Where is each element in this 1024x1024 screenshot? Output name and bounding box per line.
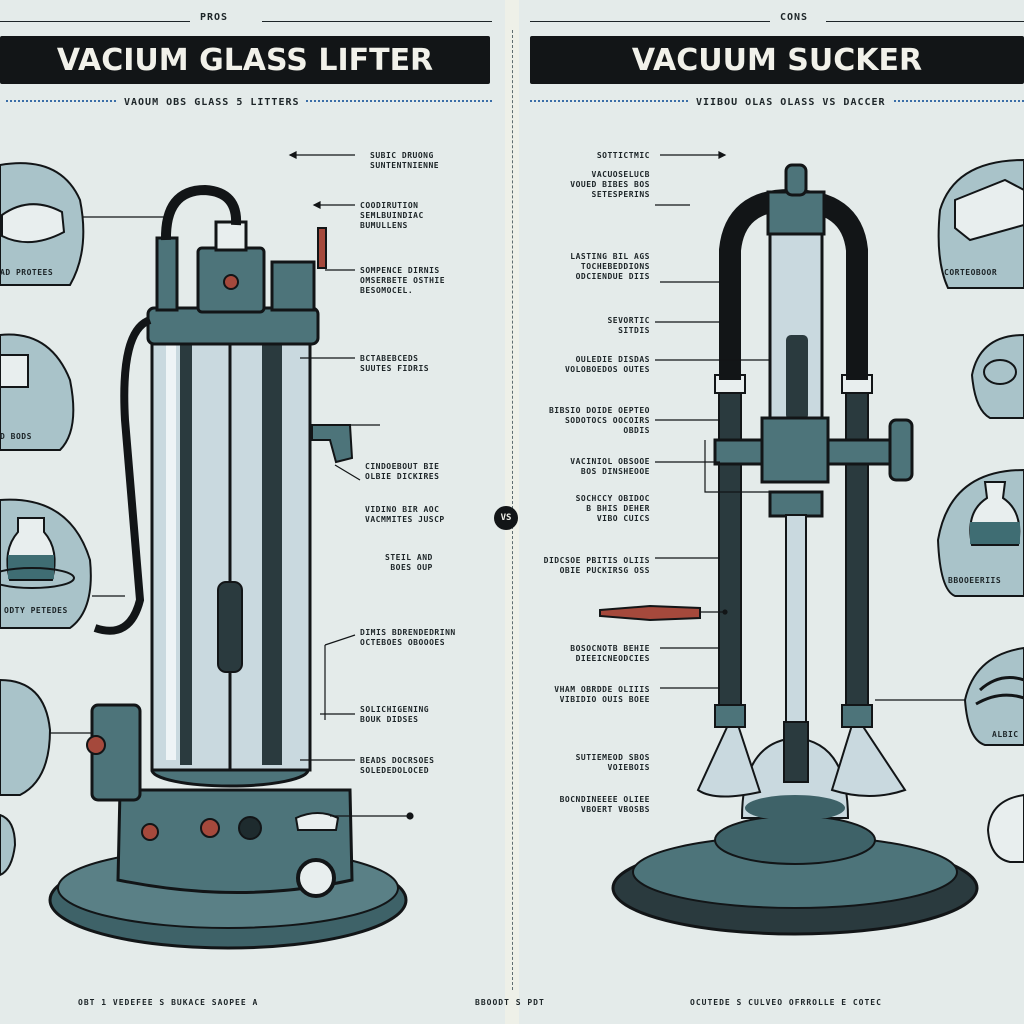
left-callout-6: VIDINO BIR AOC VACMMITES JUSCP xyxy=(365,505,445,524)
right-title: VACUUM SUCKER xyxy=(530,36,1024,84)
left-callout-4: BCTABEBCEDS SUUTES FIDRIS xyxy=(360,354,430,373)
right-callout-8: SOCHCCY OBIDOC B BHIS DEHER VIBO CUICS xyxy=(575,494,650,523)
sucker-right-funnel xyxy=(830,724,907,797)
left-callout-8: DIMIS BDRENDEDRINN OCTEBOES OBOOOES xyxy=(360,628,456,647)
lifter-vacuum-hose xyxy=(160,184,242,241)
left-tag: PROS xyxy=(200,12,229,23)
right-callout-11: VHAM OBRDDE OLIIIS VIBIDIO OUIS BOEE xyxy=(554,685,650,704)
vs-badge: VS xyxy=(494,506,518,530)
left-badge-3-label: ODTY PETEDES xyxy=(4,606,68,615)
left-badge-3-liquid xyxy=(8,555,54,579)
right-badge-5-bubble xyxy=(986,793,1024,863)
right-badge-3-label: BBOOEERIIS xyxy=(948,576,1002,585)
right-badge-2-bubble xyxy=(970,333,1024,419)
sucker-stem-thread xyxy=(783,721,809,783)
right-badge-4-icon xyxy=(975,676,1024,706)
left-footer: OBT 1 VEDEFEE S BUKACE SAOPEE A xyxy=(78,998,259,1007)
right-callout-5: OULEDIE DISDAS VOLOBOEDOS OUTES xyxy=(564,355,650,374)
left-badge-1-icon xyxy=(1,203,66,244)
right-callout-13: BOCNDINEEEE OLIEE VBOERT VBOSBS xyxy=(559,795,650,814)
lifter-valve-knob xyxy=(86,735,106,755)
sucker-inner-disc xyxy=(714,815,876,865)
lifter-front-dial xyxy=(296,858,336,898)
right-callout-10: BOSOCNOTB BEHIE DIEEICNEODCIES xyxy=(570,644,650,663)
sucker-dome-liquid xyxy=(745,795,845,821)
lifter-left-post xyxy=(155,236,179,312)
right-callout-6: BIBSIO DOIDE OEPTEO SODOTOCS OOCOIRS OBD… xyxy=(548,406,650,435)
sucker-glass-stem xyxy=(785,514,807,726)
left-tag-rule-b xyxy=(262,21,492,22)
sucker-left-funnel xyxy=(696,724,762,798)
right-tag-rule-b xyxy=(826,21,1024,22)
lifter-side-hose xyxy=(93,316,152,635)
left-badges xyxy=(0,162,92,877)
glass-lifter-illustration xyxy=(48,184,408,950)
right-callout-leaders xyxy=(655,151,770,689)
left-badge-2-label: D BODS xyxy=(0,432,32,441)
left-callout-5: CINDOEBOUT BIE OLBIE DICKIRES xyxy=(365,462,440,481)
vacuum-sucker-illustration xyxy=(599,163,979,936)
sucker-right-handle xyxy=(888,418,914,482)
left-badge-1-label: AD PROTEES xyxy=(0,268,54,277)
right-badge-1-label: CORTEOBOOR xyxy=(944,268,998,277)
right-badges xyxy=(936,158,1024,863)
right-callout-1: SOTTICTMIC xyxy=(596,151,650,160)
left-badge-2-icon xyxy=(0,354,29,388)
right-badge-4-label: ALBIC xyxy=(992,730,1019,739)
lifter-head-collar xyxy=(214,220,248,252)
lifter-spring xyxy=(217,581,243,673)
left-badge-4-bubble xyxy=(0,678,52,796)
right-badge-1-icon xyxy=(954,178,1024,242)
right-subtitle: VIIBOU OLAS OLASS VS DACCER xyxy=(690,97,892,108)
lifter-right-valve xyxy=(270,260,316,312)
left-callout-10: BEADS DOCRSOES SOLEDEDOLOCED xyxy=(360,756,435,775)
lifter-housing xyxy=(116,788,354,894)
left-callout-leaders xyxy=(288,151,414,820)
left-callout-7: STEIL AND BOES OUP xyxy=(385,553,433,572)
left-callout-9: SOLICHIGENING BOUK DIDSES xyxy=(360,705,430,724)
sucker-right-foot-clamp xyxy=(841,704,873,728)
center-footer: BBOODT S PDT xyxy=(475,998,545,1007)
left-title: VACIUM GLASS LIFTER xyxy=(0,36,490,84)
lifter-red-lever xyxy=(317,227,327,269)
left-tag-rule-a xyxy=(0,21,190,22)
left-badge-leaders xyxy=(50,216,165,734)
left-badge-3-dish xyxy=(0,567,75,589)
lifter-red-knob-3 xyxy=(200,818,220,838)
right-badge-3-liquid xyxy=(970,522,1020,544)
left-callout-3: SOMPENCE DIRNIS OMSERBETE OSTHIE BESOMOC… xyxy=(360,266,446,295)
lifter-head-knob xyxy=(223,274,239,290)
lifter-rod-2 xyxy=(262,345,282,765)
sucker-left-tube xyxy=(718,379,742,711)
sucker-right-tube xyxy=(845,379,869,711)
lifter-side-cap xyxy=(294,812,340,831)
right-tag-rule-a xyxy=(530,21,770,22)
left-callout-2: COODIRUTION SEMLBUINDIAC BUMULLENS xyxy=(360,201,424,230)
lifter-gauge-port xyxy=(238,816,262,840)
right-callout-4: SEVORTIC SITDIS xyxy=(607,316,650,335)
right-callout-12: SUTIEMEOD SBOS VOIEBOIS xyxy=(575,753,650,772)
right-footer: OCUTEDE S CULVEO OFRROLLE E COTEC xyxy=(690,998,882,1007)
sucker-center-body xyxy=(760,416,830,484)
lifter-glass-shine xyxy=(166,345,176,760)
lifter-side-valve xyxy=(311,424,354,464)
right-badge-2-icon xyxy=(983,359,1017,385)
sucker-side-probe xyxy=(599,604,701,622)
sucker-top-nozzle xyxy=(784,163,808,197)
left-callout-1: SUBIC DRUONG SUNTENTNIENNE xyxy=(370,151,440,170)
right-callout-3: LASTING BIL AGS TOCHEBEDDIONS ODCIENDUE … xyxy=(570,252,650,281)
sucker-piston-spring xyxy=(786,335,808,420)
left-badge-5-bubble xyxy=(0,813,17,877)
left-subtitle: VAOUM OBS GLASS 5 LITTERS xyxy=(118,97,306,108)
right-callout-2: VACUOSELUCB VOUED BIBES BOS SETESPERINS xyxy=(570,170,650,199)
sucker-left-foot-clamp xyxy=(714,704,746,728)
lifter-rod-1 xyxy=(180,345,192,765)
right-callout-7: VACINIOL OBSOOE BOS DINSHEOOE xyxy=(570,457,650,476)
right-callout-9: DIDCSOE PBITIS OLIIS OBIE PUCKIRSG OSS xyxy=(543,556,650,575)
sucker-top-cap xyxy=(766,190,826,236)
lifter-red-knob-2 xyxy=(141,823,159,841)
right-tag: CONS xyxy=(780,12,809,23)
sucker-collar xyxy=(768,490,824,518)
